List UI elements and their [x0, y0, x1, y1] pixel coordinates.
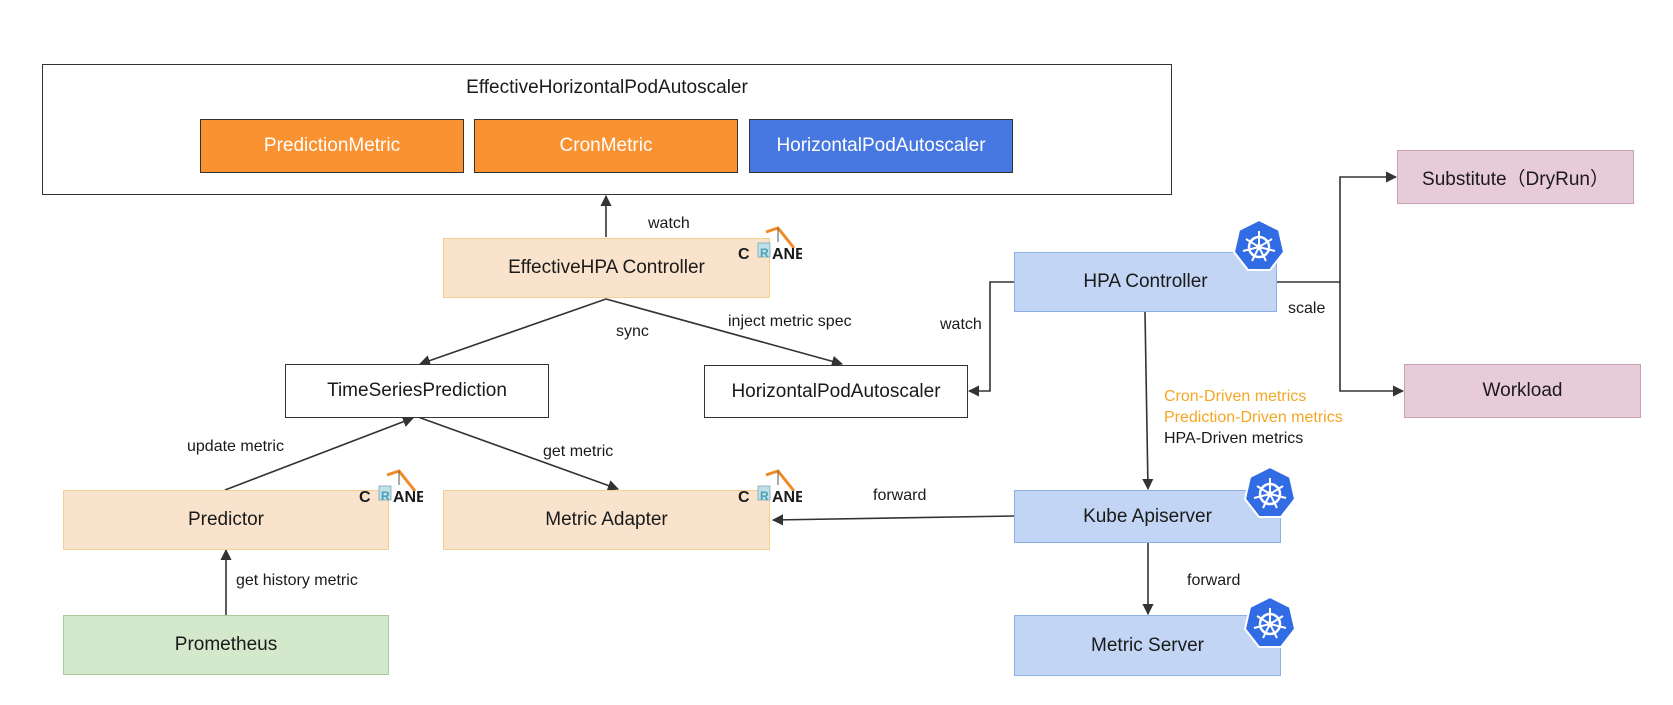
label-update-metric: update metric [187, 438, 284, 455]
hpa-spec-box: HorizontalPodAutoscaler [749, 119, 1013, 173]
note-cron-driven-metrics: Cron-Driven metrics [1164, 388, 1307, 405]
edge-hpa-controller-watch [967, 281, 1014, 397]
substitute-dryrun: Substitute（DryRun） [1397, 150, 1634, 204]
svg-text:ANE: ANE [772, 489, 802, 506]
label-forward-metric-server: forward [1187, 572, 1241, 589]
label-forward-adapter: forward [873, 487, 927, 504]
svg-text:C: C [738, 246, 750, 263]
metric-adapter: Metric Adapter [443, 490, 770, 550]
edge-hpa-controller-to-apiserver [1142, 311, 1154, 491]
predictor: Predictor [63, 490, 389, 550]
prometheus: Prometheus [63, 615, 389, 675]
label-watch-ehpa: watch [648, 215, 690, 232]
edge-get-metric [417, 416, 620, 491]
workload: Workload [1404, 364, 1641, 418]
note-hpa-driven-metrics: HPA-Driven metrics [1164, 430, 1304, 447]
label-watch-hpa: watch [940, 316, 982, 333]
svg-text:ANE: ANE [393, 489, 423, 506]
label-get-history-metric: get history metric [236, 572, 358, 589]
cron-metric-box: CronMetric [474, 119, 738, 173]
label-inject-metric-spec: inject metric spec [728, 313, 852, 330]
effective-hpa-controller: EffectiveHPA Controller [443, 238, 770, 298]
note-prediction-driven-metrics: Prediction-Driven metrics [1164, 409, 1343, 426]
label-sync: sync [616, 323, 649, 340]
label-get-metric: get metric [543, 443, 614, 460]
kube-apiserver: Kube Apiserver [1014, 490, 1281, 543]
label-scale: scale [1288, 300, 1326, 317]
svg-text:C: C [738, 489, 750, 506]
edge-scale-substitute [1277, 171, 1398, 283]
kubernetes-logo [1232, 218, 1286, 271]
svg-text:R: R [760, 489, 769, 503]
crane-logo: C R ANE [359, 469, 423, 506]
metric-server: Metric Server [1014, 615, 1281, 676]
crane-logo: C R ANE [738, 469, 802, 506]
svg-text:ANE: ANE [772, 246, 802, 263]
edge-predictor-update [224, 416, 415, 491]
edge-apiserver-forward-adapter [771, 514, 1015, 526]
kubernetes-logo [1243, 465, 1297, 518]
horizontal-pod-autoscaler: HorizontalPodAutoscaler [704, 365, 968, 418]
crane-logo: C R ANE [738, 226, 802, 263]
edge-scale-workload [1339, 282, 1405, 397]
svg-text:C: C [359, 489, 371, 506]
hpa-controller: HPA Controller [1014, 252, 1277, 312]
prediction-metric-box: PredictionMetric [200, 119, 464, 173]
ehpa-title: EffectiveHorizontalPodAutoscaler [466, 77, 748, 98]
svg-text:R: R [760, 246, 769, 260]
svg-text:R: R [381, 489, 390, 503]
edge-sync-to-timeseries [418, 298, 607, 366]
edge-inject-to-hpa [605, 298, 844, 367]
time-series-prediction: TimeSeriesPrediction [285, 364, 549, 418]
kubernetes-logo [1243, 595, 1297, 648]
